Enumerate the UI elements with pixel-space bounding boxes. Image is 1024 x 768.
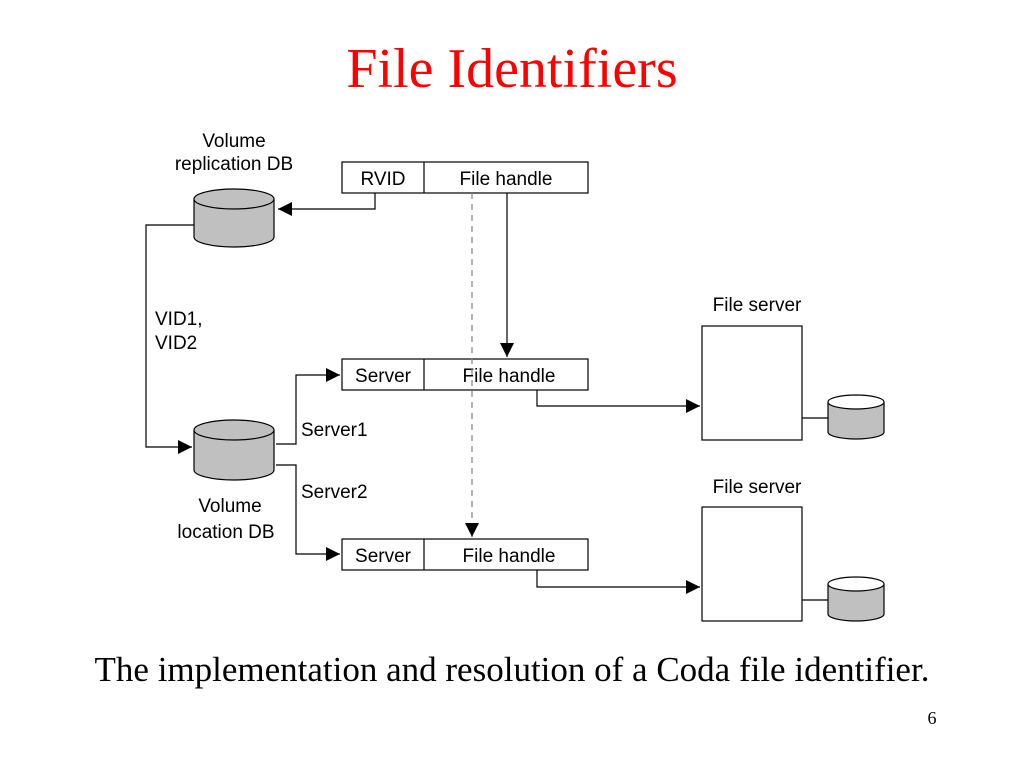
file-server-2-box [701, 506, 803, 622]
slide-caption: The implementation and resolution of a C… [94, 650, 930, 689]
server2-arrow [276, 464, 340, 561]
resolved-record-2: Server File handle [341, 538, 589, 571]
file-server-2-disk [827, 576, 885, 622]
resolved-record-1-file-handle: File handle [463, 366, 556, 387]
file-server-1-disk [827, 394, 885, 440]
resolved-record-1: Server File handle [341, 358, 589, 391]
record-2-to-file-server-2-arrow [536, 570, 700, 594]
page-number: 6 [927, 708, 937, 728]
location-db-label-line2: location DB [177, 522, 274, 543]
rvid-to-replication-db-arrow [278, 193, 376, 216]
resolved-record-2-box [341, 538, 589, 571]
vid-label-line1: VID1, [155, 309, 203, 330]
file-identifier-record: RVID File handle [341, 161, 589, 194]
location-db-top [193, 419, 275, 441]
resolved-record-2-server: Server [355, 546, 412, 567]
replication-db-label-line2: replication DB [175, 154, 293, 175]
file-server-2-label: File server [713, 477, 802, 498]
resolved-record-1-box [341, 358, 589, 391]
vids-to-location-db-arrow [145, 224, 194, 454]
replication-db-label-line1: Volume [202, 131, 265, 152]
server1-label: Server1 [301, 420, 368, 441]
fid-field-rvid: RVID [360, 169, 405, 190]
file-server-1-label: File server [713, 295, 802, 316]
resolved-record-1-server: Server [355, 366, 412, 387]
fid-record-box [341, 161, 589, 194]
fid-field-file-handle: File handle [460, 169, 553, 190]
resolved-record-2-file-handle: File handle [463, 546, 556, 567]
file-server-1-box [701, 325, 803, 441]
server2-label: Server2 [301, 482, 368, 503]
location-db-body [193, 430, 275, 481]
volume-location-db [193, 419, 275, 481]
volume-replication-db [193, 188, 275, 248]
vid-label-line2: VID2 [155, 333, 197, 354]
record-1-to-file-server-1-arrow [536, 390, 700, 413]
location-db-label-line1: Volume [198, 496, 261, 517]
replication-db-body [193, 199, 275, 248]
replication-db-top [193, 188, 275, 210]
server1-arrow [276, 368, 340, 445]
slide-title: File Identifiers [346, 38, 678, 100]
